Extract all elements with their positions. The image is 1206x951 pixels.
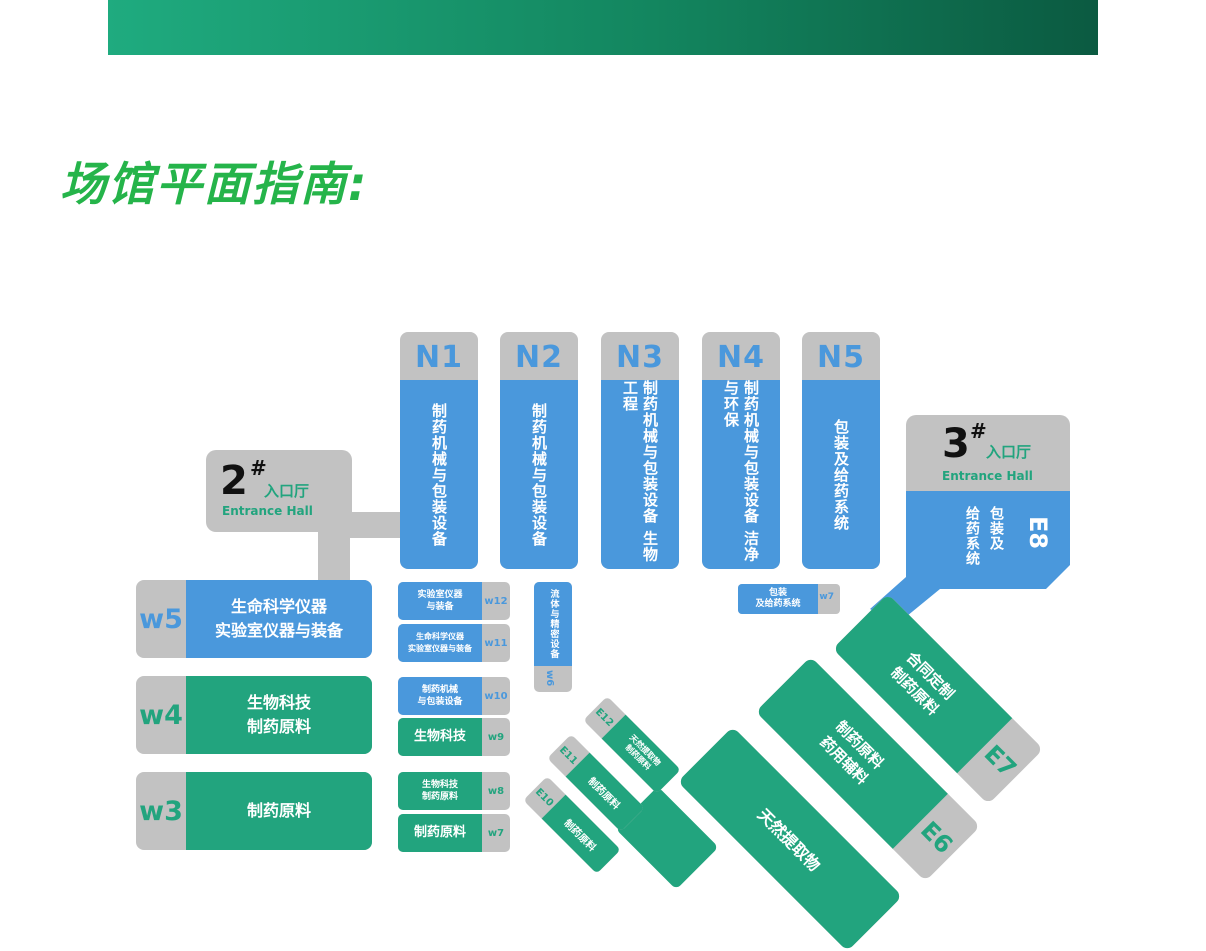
hall-n4-code: N4	[717, 340, 765, 375]
hall-w11-line1: 生命科学仪器	[416, 632, 464, 641]
hall-w4-line2: 制药原料	[246, 717, 311, 736]
hall-small-n-code: w7	[819, 592, 834, 602]
hall-w9[interactable]: 生物科技 w9	[398, 718, 510, 756]
hall-n1-label: 制药机械与包装设备	[430, 402, 448, 547]
e8-shape	[870, 491, 1070, 625]
hall-w6-label: 流体与精密设备	[548, 589, 559, 659]
hall-w12-code: w12	[484, 595, 508, 607]
hall-w8-line2: 制药原料	[421, 792, 458, 802]
hall-n2-code: N2	[515, 340, 563, 375]
connector-2-down	[318, 530, 350, 582]
hall-w5-line2: 实验室仪器与装备	[214, 621, 343, 640]
hall-w11-code: w11	[484, 637, 508, 649]
hall-n3-code: N3	[616, 340, 664, 375]
hall-w8-line1: 生物科技	[421, 780, 458, 790]
entrance-2-label: 入口厅	[264, 482, 310, 500]
entrance-3-hall[interactable]: 3 # 入口厅 Entrance Hall	[906, 415, 1070, 495]
page-title: 场馆平面指南:	[60, 157, 369, 211]
hall-e10-line1: 制药原料	[561, 817, 598, 854]
hall-n1[interactable]: N1 制药机械与包装设备	[400, 332, 478, 569]
hall-e5-line1: 天然提取物	[753, 805, 824, 876]
entrance-3-number: 3	[942, 421, 970, 467]
hall-e8-code: E8	[1024, 516, 1052, 550]
hall-n3-label: 制药机械与包装设备 生物工程	[621, 380, 659, 563]
hall-w4-line1: 生物科技	[246, 693, 311, 712]
hall-n2[interactable]: N2 制药机械与包装设备	[500, 332, 578, 569]
hall-n4-label: 制药机械与包装设备 洁净与环保	[722, 380, 760, 563]
hall-e11-line1: 制药原料	[585, 775, 622, 812]
header-banner	[108, 0, 1098, 55]
hall-w10-code: w10	[484, 690, 508, 702]
hall-n2-label: 制药机械与包装设备	[530, 402, 548, 547]
hall-n5-label: 包装及给药系统	[832, 418, 850, 531]
hall-n5-code: N5	[817, 340, 865, 375]
entrance-2-sup: #	[250, 456, 267, 480]
hall-w7[interactable]: 制药原料 w7	[398, 814, 510, 852]
hall-w6-code: w6	[544, 670, 555, 687]
hall-w12-line1: 实验室仪器	[417, 590, 463, 600]
hall-w12[interactable]: 实验室仪器 与装备 w12	[398, 582, 510, 620]
hall-e8-label1: 包装及	[988, 506, 1004, 551]
hall-w5-code: w5	[139, 603, 183, 635]
hall-w5-line1: 生命科学仪器	[230, 597, 327, 616]
hall-w11-line2: 实验室仪器与装备	[408, 644, 472, 653]
hall-w7-line1: 制药原料	[413, 825, 466, 840]
hall-w5[interactable]: w5 生命科学仪器 实验室仪器与装备	[136, 580, 372, 658]
hall-small-n[interactable]: 包装 及给药系统 w7	[738, 584, 840, 614]
hall-e8[interactable]: 包装及 给药系统 E8	[940, 500, 1060, 584]
hall-n3[interactable]: N3 制药机械与包装设备 生物工程	[601, 332, 679, 569]
hall-w3[interactable]: w3 制药原料	[136, 772, 372, 850]
hall-n4[interactable]: N4 制药机械与包装设备 洁净与环保	[702, 332, 780, 569]
hall-w4-code: w4	[139, 699, 183, 731]
entrance-2-hall[interactable]: 2 # 入口厅 Entrance Hall	[206, 450, 352, 532]
hall-w10[interactable]: 制药机械 与包装设备 w10	[398, 677, 510, 715]
hall-w7-code: w7	[487, 827, 505, 839]
hall-w10-line1: 制药机械	[421, 685, 458, 695]
hall-w6[interactable]: 流体与精密设备 w6	[534, 582, 572, 692]
hall-n5[interactable]: N5 包装及给药系统	[802, 332, 880, 569]
hall-small-n-line2: 及给药系统	[755, 599, 801, 609]
hall-w3-code: w3	[139, 795, 183, 827]
entrance-2-en: Entrance Hall	[222, 504, 313, 518]
hall-small-n-line1: 包装	[768, 588, 787, 598]
hall-w10-line2: 与包装设备	[417, 697, 463, 707]
entrance-3-label: 入口厅	[986, 443, 1032, 461]
hall-w12-line2: 与装备	[426, 602, 454, 612]
hall-w9-code: w9	[487, 731, 505, 743]
hall-w8[interactable]: 生物科技 制药原料 w8	[398, 772, 510, 810]
hall-e8-label2: 给药系统	[964, 506, 980, 566]
hall-w4[interactable]: w4 生物科技 制药原料	[136, 676, 372, 754]
entrance-3-sup: #	[970, 419, 987, 443]
hall-w11[interactable]: 生命科学仪器 实验室仪器与装备 w11	[398, 624, 510, 662]
hall-w8-code: w8	[487, 785, 505, 797]
venue-floor-map: 2 # 入口厅 Entrance Hall N1 制药机械与包装设备 N2 制药…	[136, 332, 1070, 951]
entrance-3-en: Entrance Hall	[942, 469, 1033, 483]
entrance-2-number: 2	[220, 458, 248, 504]
hall-w3-line1: 制药原料	[246, 801, 311, 820]
hall-w9-line1: 生物科技	[413, 729, 466, 744]
hall-n1-code: N1	[415, 340, 463, 375]
